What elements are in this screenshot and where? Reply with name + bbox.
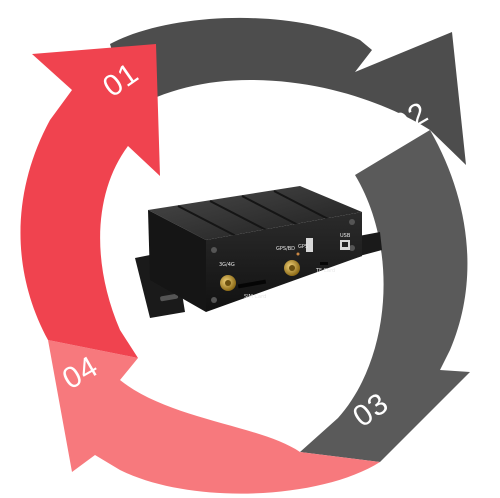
port-label-tf: TF Card — [315, 268, 335, 274]
arrow-segment-03 — [300, 130, 470, 462]
port-label-gps: GPS — [298, 244, 308, 250]
sim-slot — [237, 279, 267, 289]
cycle-arrows — [20, 17, 470, 494]
arrow-segment-02 — [110, 17, 466, 165]
port-label-sim: SIM Card — [244, 294, 266, 300]
arrow-segment-01 — [20, 44, 161, 358]
port-label-3g4g: 3G/4G — [219, 262, 235, 268]
port-label-usb: USB — [340, 233, 351, 239]
port-label-gps-bd: GPS/BD — [276, 246, 295, 252]
arrow-segment-04 — [48, 340, 380, 494]
device-illustration: 3G/4G GPS/BD SIM Card USB TF Card GPS — [135, 186, 382, 318]
